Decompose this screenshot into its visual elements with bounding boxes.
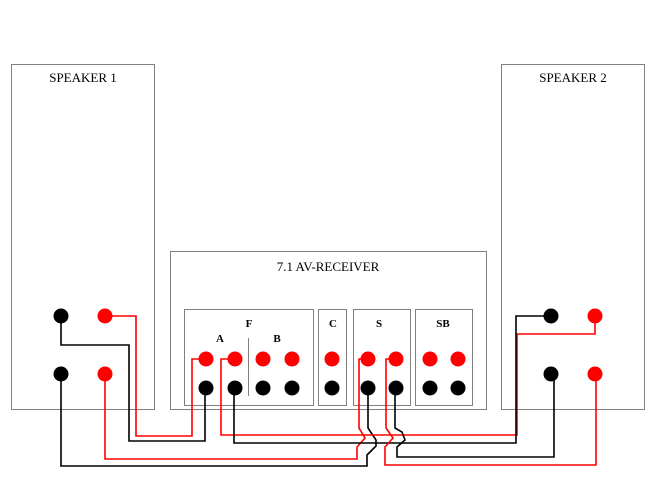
s-terminal-1-positive (360, 351, 376, 367)
f-b-terminal-1-negative (255, 380, 271, 396)
wire-s1-top-red (105, 315, 205, 437)
s-terminal-2-negative (388, 380, 404, 396)
speaker-2-title: SPEAKER 2 (539, 70, 607, 85)
wire-s2-top-red (220, 316, 596, 436)
speaker-2-terminal-top-positive (587, 308, 603, 324)
speaker-1-terminal-bottom-positive (97, 366, 113, 382)
speaker-1-terminal-top-negative (53, 308, 69, 324)
f-b-terminal-2-positive (284, 351, 300, 367)
f-a-terminal-1-positive (198, 351, 214, 367)
speaker-1-terminal-top-positive (97, 308, 113, 324)
wire-s2-bottom-black (394, 374, 555, 458)
s-terminal-1-negative (360, 380, 376, 396)
receiver-title: 7.1 AV-RECEIVER (277, 259, 380, 274)
sb-terminal-2-negative (450, 380, 466, 396)
c-terminal-negative (324, 380, 340, 396)
group-f-label: F (246, 318, 253, 330)
sb-terminal-1-positive (422, 351, 438, 367)
s-terminal-2-positive (388, 351, 404, 367)
group-sb-label: SB (436, 318, 450, 330)
speaker-1-title: SPEAKER 1 (49, 70, 117, 85)
group-c-label: C (329, 318, 337, 330)
sb-terminal-1-negative (422, 380, 438, 396)
f-a-terminal-2-negative (227, 380, 243, 396)
speaker-1-terminal-bottom-negative (53, 366, 69, 382)
c-terminal-positive (324, 351, 340, 367)
group-s-label: S (376, 318, 382, 330)
speaker-2-terminal-top-negative (543, 308, 559, 324)
wire-s1-top-black (60, 316, 206, 442)
f-b-terminal-1-positive (255, 351, 271, 367)
speaker-2-box (501, 64, 645, 410)
wire-s1-bottom-black (60, 374, 377, 467)
group-f-b-label: B (273, 333, 281, 345)
speaker-2-terminal-bottom-negative (543, 366, 559, 382)
f-b-terminal-2-negative (284, 380, 300, 396)
f-a-terminal-1-negative (198, 380, 214, 396)
group-f-a-label: A (216, 333, 224, 345)
f-a-terminal-2-positive (227, 351, 243, 367)
wire-s2-top-black (233, 315, 551, 444)
wire-s2-bottom-red (384, 358, 597, 466)
sb-terminal-2-positive (450, 351, 466, 367)
speaker-1-box (11, 64, 155, 410)
speaker-2-terminal-bottom-positive (587, 366, 603, 382)
